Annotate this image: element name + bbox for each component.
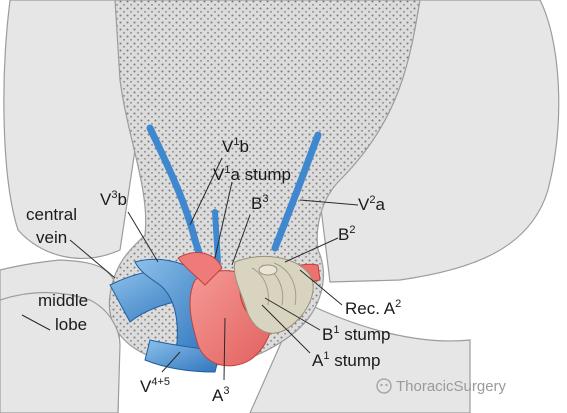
leader-v1a-stump <box>214 181 233 259</box>
label-b1-stump: B1 stump <box>322 324 391 344</box>
bronchus-ring-3 <box>273 262 297 306</box>
v2a-vein <box>271 131 322 252</box>
label-rec-a2: Rec. A2 <box>345 298 401 318</box>
labels: V1b V1a stump V3b B3 V2a B2 central vein… <box>26 136 401 405</box>
bronchus-ring-1 <box>251 267 269 306</box>
label-middle-lobe-2: lobe <box>55 315 87 334</box>
middle-lobe-shape <box>0 291 121 413</box>
leader-rec-a2 <box>299 269 343 306</box>
label-v3b: V3b <box>100 189 127 209</box>
veins <box>109 124 322 373</box>
leader-a1-stump <box>261 304 311 354</box>
lower-lobe-right-shape <box>249 299 471 413</box>
upper-lobe-left-shape <box>3 0 136 259</box>
watermark-text: ThoracicSurgery <box>396 378 507 395</box>
label-central-vein-1: central <box>26 205 77 224</box>
b2-stump-ring <box>258 264 278 276</box>
v1b-vein <box>146 124 206 266</box>
leader-v3b <box>127 211 159 263</box>
watermark: ThoracicSurgery <box>376 378 507 395</box>
leader-a3 <box>223 317 226 381</box>
label-a3: A3 <box>212 385 229 405</box>
label-v1a-stump: V1a stump <box>213 164 291 184</box>
leader-b3 <box>231 214 251 266</box>
label-v2a: V2a <box>358 194 385 214</box>
label-v45: V4+5 <box>140 376 170 396</box>
leader-v2a <box>299 199 359 206</box>
v1a-stump-vein <box>212 209 221 265</box>
label-a1-stump: A1 stump <box>312 350 381 370</box>
label-b2: B2 <box>338 224 355 244</box>
label-middle-lobe-1: middle <box>38 291 88 310</box>
leader-b1-stump <box>264 297 321 331</box>
upper-artery-branch <box>177 252 223 286</box>
wechat-icon <box>376 378 392 394</box>
leader-central-vein <box>69 239 116 279</box>
leader-v45 <box>161 351 181 373</box>
leader-lines <box>21 157 359 381</box>
label-v1b: V1b <box>222 136 249 156</box>
label-central-vein-2: vein <box>36 228 67 247</box>
leader-v1b <box>189 157 223 226</box>
v4-5-vein <box>144 339 221 373</box>
leader-b2 <box>284 237 339 263</box>
leader-middle-lobe <box>21 314 51 331</box>
label-b3: B3 <box>251 193 268 213</box>
